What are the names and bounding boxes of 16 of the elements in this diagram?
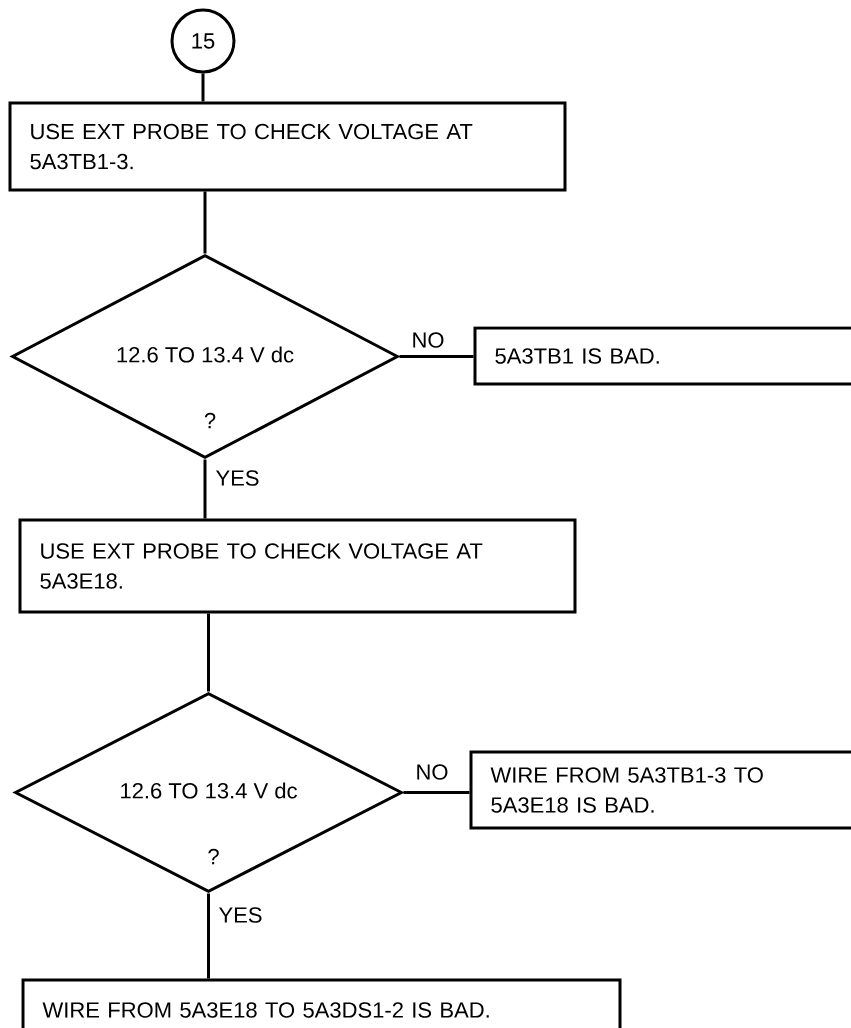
process-box: 5A3TB1 IS BAD. — [473, 326, 851, 386]
process-box: WIRE FROM 5A3TB1-3 TO 5A3E18 IS BAD. — [469, 750, 851, 830]
connector-line — [403, 791, 470, 794]
connector-line — [201, 73, 205, 102]
process-box: USE EXT PROBE TO CHECK VOLTAGE AT 5A3TB1-3. — [8, 101, 567, 192]
edge-label: NO — [413, 762, 451, 782]
connector-line — [207, 893, 210, 979]
connector-line — [203, 191, 207, 254]
process-box: USE EXT PROBE TO CHECK VOLTAGE AT 5A3E18. — [18, 518, 577, 614]
edge-label: YES — [216, 905, 265, 925]
process-box: WIRE FROM 5A3E18 TO 5A3DS1-2 IS BAD. — [21, 978, 622, 1028]
connector-line — [207, 613, 210, 692]
connector-line — [203, 459, 207, 519]
connector-line — [399, 355, 474, 358]
edge-label: YES — [213, 468, 262, 488]
edge-label: NO — [409, 330, 447, 350]
